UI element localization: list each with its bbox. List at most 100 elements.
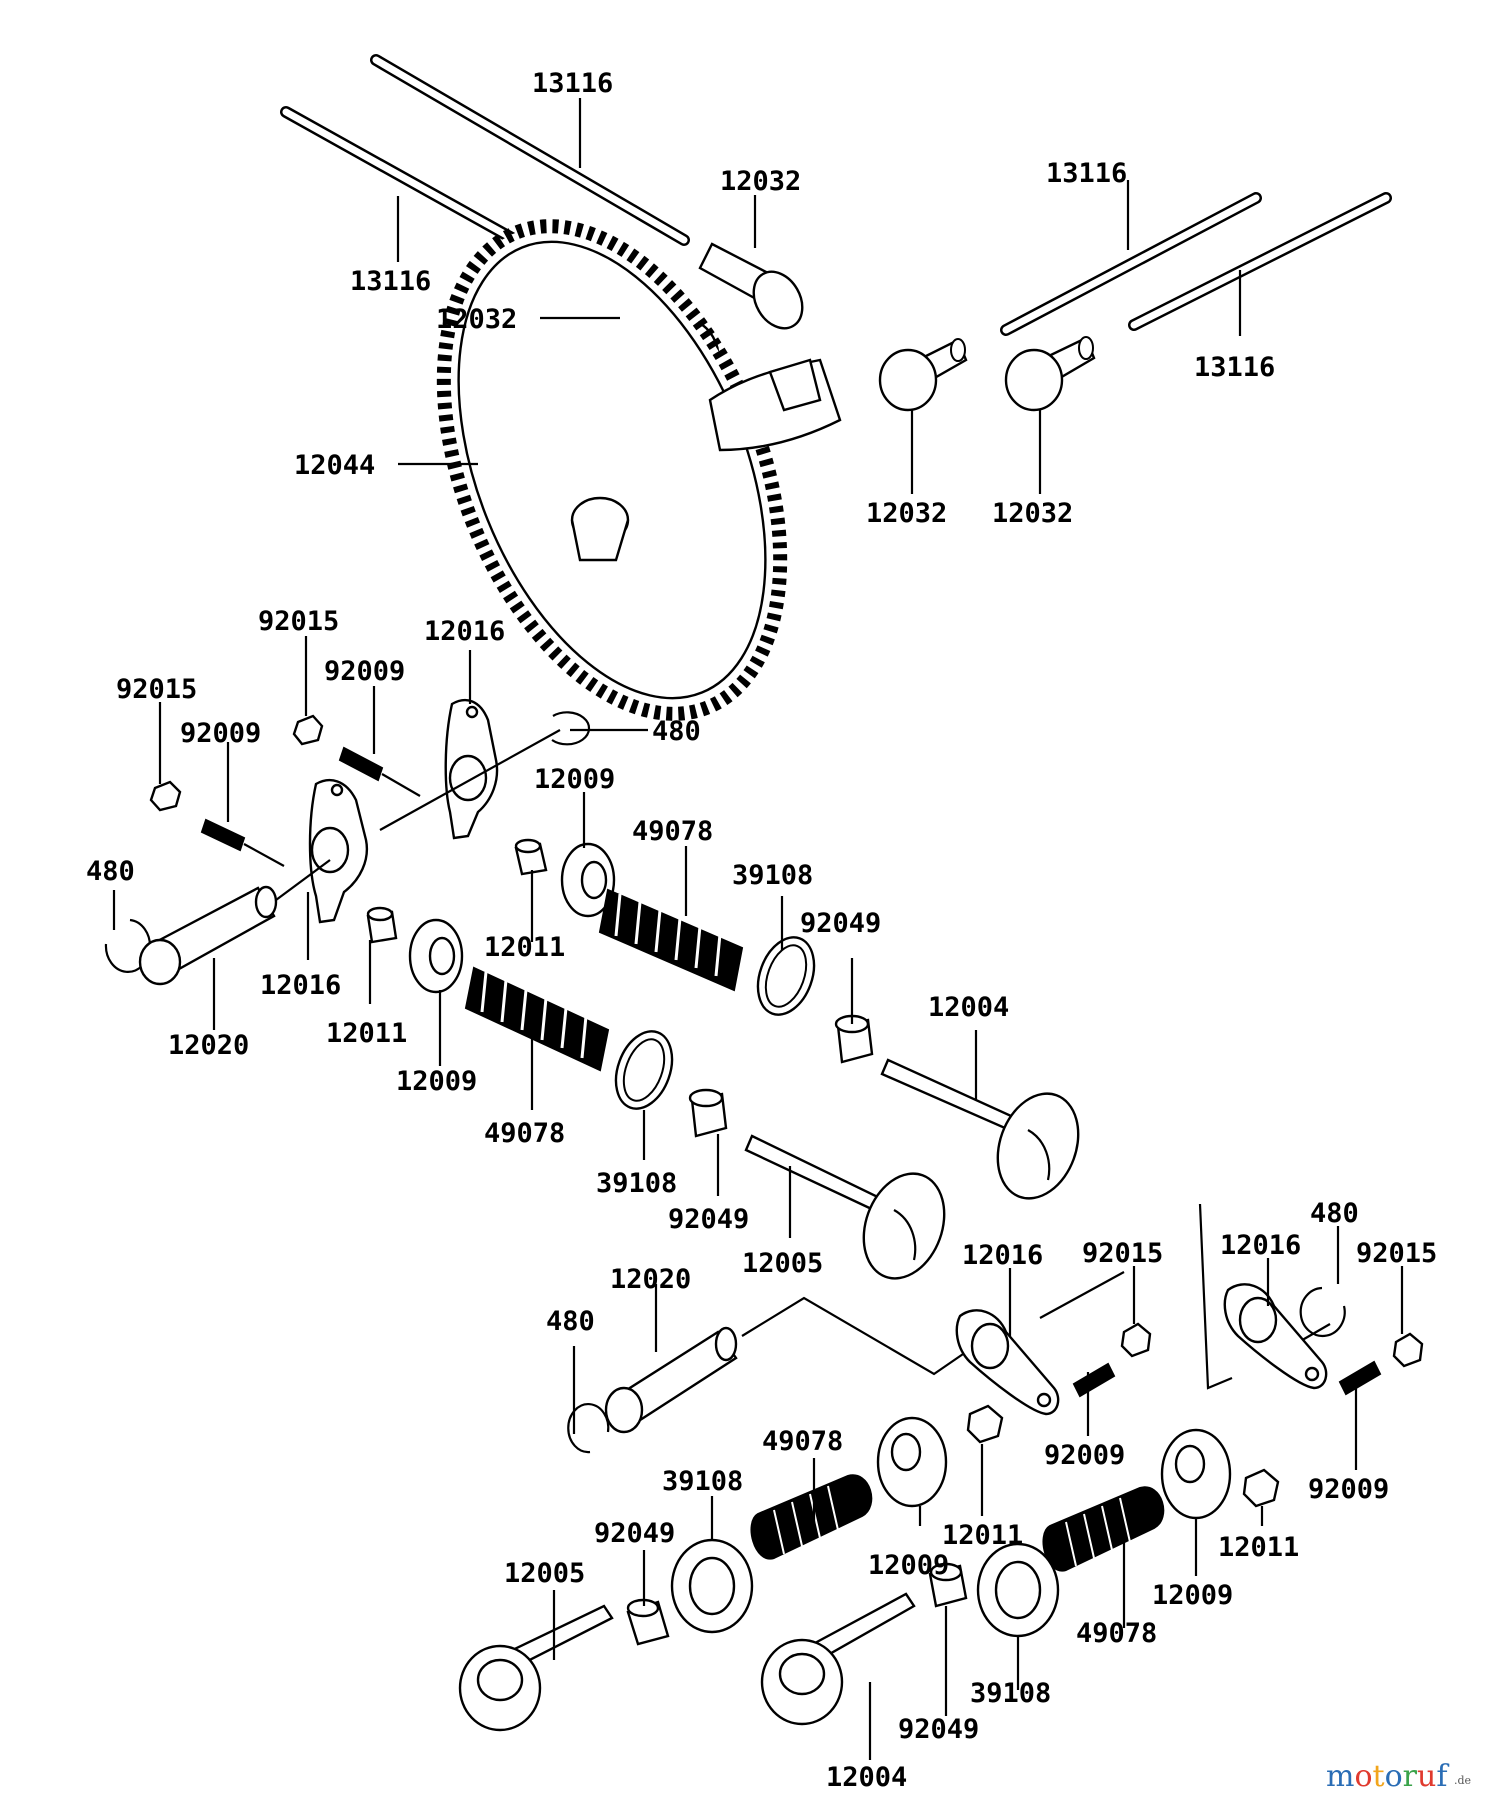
label-spring-49078-d: 49078 <box>1076 1618 1157 1649</box>
pushrod-13116-right-b[interactable] <box>1128 192 1392 331</box>
label-spring-49078-a: 49078 <box>632 816 713 847</box>
label-retainer-12009-d: 12009 <box>1152 1580 1233 1611</box>
label-lifter-c: 12032 <box>866 498 947 529</box>
valve-12005-b[interactable] <box>458 1604 614 1732</box>
seal-92049-d[interactable] <box>928 1562 968 1608</box>
label-pushrod-top: 13116 <box>532 68 613 99</box>
screw-92009-b[interactable] <box>338 746 421 797</box>
spring-49078-d[interactable] <box>1042 1486 1165 1572</box>
seat-39108-b[interactable] <box>606 1024 682 1117</box>
label-screw-92009-c: 92009 <box>1044 1440 1125 1471</box>
label-valve-12004-a: 12004 <box>928 992 1009 1023</box>
shaft-12020-b[interactable] <box>604 1326 738 1434</box>
label-cap-12011-c: 12011 <box>942 1520 1023 1551</box>
retainer-12009-d[interactable] <box>1160 1428 1232 1520</box>
label-seat-39108-d: 39108 <box>970 1678 1051 1709</box>
label-clip-480-a: 480 <box>652 716 701 747</box>
watermark-letter: f <box>1436 1759 1449 1794</box>
watermark-suffix: .de <box>1454 1774 1471 1787</box>
seal-92049-b[interactable] <box>688 1088 728 1138</box>
retainer-12009-c[interactable] <box>876 1416 948 1508</box>
label-rocker-12016-a: 12016 <box>260 970 341 1001</box>
label-screw-92009-a: 92009 <box>180 718 261 749</box>
label-pushrod-right-b: 13116 <box>1194 352 1275 383</box>
label-valve-12005-b: 12005 <box>504 1558 585 1589</box>
label-clip-480-d: 480 <box>1310 1198 1359 1229</box>
lifter-12032-d[interactable] <box>1004 336 1096 412</box>
seal-92049-a[interactable] <box>834 1014 874 1064</box>
label-cap-12011-d: 12011 <box>1218 1532 1299 1563</box>
label-lifter-d: 12032 <box>992 498 1073 529</box>
leader-lines <box>112 98 1404 1760</box>
spring-49078-c[interactable] <box>750 1474 873 1560</box>
nut-92015-b[interactable] <box>292 714 324 746</box>
label-seal-92049-d: 92049 <box>898 1714 979 1745</box>
label-rocker-12016-c: 12016 <box>962 1240 1043 1271</box>
spring-49078-b[interactable] <box>464 966 610 1072</box>
watermark-letter: o <box>1385 1759 1403 1794</box>
watermark-letter: t <box>1373 1759 1385 1794</box>
label-clip-480-c: 480 <box>546 1306 595 1337</box>
valve-12005-a[interactable] <box>744 1134 958 1290</box>
label-screw-92009-b: 92009 <box>324 656 405 687</box>
label-nut-92015-a: 92015 <box>116 674 197 705</box>
label-rocker-12016-b: 12016 <box>424 616 505 647</box>
label-seal-92049-c: 92049 <box>594 1518 675 1549</box>
screw-92009-a[interactable] <box>200 818 285 867</box>
screw-92009-d[interactable] <box>1338 1360 1382 1396</box>
valve-12004-b[interactable] <box>760 1592 916 1726</box>
label-retainer-12009-a: 12009 <box>534 764 615 795</box>
shaft-12020-a[interactable] <box>138 885 278 986</box>
cap-12011-a[interactable] <box>514 838 548 876</box>
label-seal-92049-b: 92049 <box>668 1204 749 1235</box>
rocker-12016-a[interactable] <box>308 779 369 924</box>
label-retainer-12009-b: 12009 <box>396 1066 477 1097</box>
nut-92015-d[interactable] <box>1392 1332 1424 1368</box>
retainer-12009-b[interactable] <box>408 918 464 994</box>
label-cap-12011-a: 12011 <box>484 932 565 963</box>
label-spring-49078-c: 49078 <box>762 1426 843 1457</box>
seat-39108-c[interactable] <box>670 1538 754 1634</box>
watermark-letter: r <box>1403 1759 1418 1794</box>
label-lifter-a: 12032 <box>720 166 801 197</box>
seat-39108-a[interactable] <box>748 930 824 1023</box>
pushrod-13116-right-a[interactable] <box>1000 192 1262 336</box>
label-seat-39108-c: 39108 <box>662 1466 743 1497</box>
callout-labels: 13116 13116 12032 12032 13116 13116 1203… <box>86 68 1437 1793</box>
label-nut-92015-c: 92015 <box>1082 1238 1163 1269</box>
label-pushrod-right-a: 13116 <box>1046 158 1127 189</box>
lifter-12032-c[interactable] <box>878 338 968 412</box>
clip-480-a[interactable] <box>551 711 591 746</box>
label-seat-39108-a: 39108 <box>732 860 813 891</box>
spring-49078-a[interactable] <box>598 888 744 992</box>
clip-480-d[interactable] <box>1299 1286 1346 1338</box>
valve-12004-a[interactable] <box>880 1058 1092 1210</box>
lifter-12032-a[interactable] <box>698 242 812 337</box>
nut-92015-a[interactable] <box>149 780 182 812</box>
label-camshaft-gear: 12044 <box>294 450 375 481</box>
label-seal-92049-a: 92049 <box>800 908 881 939</box>
label-cap-12011-b: 12011 <box>326 1018 407 1049</box>
rocker-12016-c[interactable] <box>955 1309 1060 1416</box>
cap-12011-b[interactable] <box>366 906 398 944</box>
pushrod-13116-top[interactable] <box>370 54 690 246</box>
label-lifter-b: 12032 <box>436 304 517 335</box>
rocker-12016-b[interactable] <box>444 699 499 840</box>
label-nut-92015-b: 92015 <box>258 606 339 637</box>
label-valve-12005-a: 12005 <box>742 1248 823 1279</box>
seal-92049-c[interactable] <box>626 1598 670 1646</box>
cap-12011-c[interactable] <box>966 1404 1004 1444</box>
cap-12011-d[interactable] <box>1242 1468 1280 1508</box>
label-rocker-12016-d: 12016 <box>1220 1230 1301 1261</box>
camshaft-gear-12044[interactable] <box>378 177 846 763</box>
label-retainer-12009-c: 12009 <box>868 1550 949 1581</box>
watermark-text: motoruf <box>1326 1759 1449 1794</box>
retainer-12009-a[interactable] <box>560 842 616 918</box>
rocker-12016-d[interactable] <box>1223 1283 1328 1390</box>
screw-92009-c[interactable] <box>1072 1362 1116 1398</box>
label-valve-12004-b: 12004 <box>826 1762 907 1793</box>
seat-39108-d[interactable] <box>976 1542 1060 1638</box>
nut-92015-c[interactable] <box>1120 1322 1152 1358</box>
label-nut-92015-d: 92015 <box>1356 1238 1437 1269</box>
